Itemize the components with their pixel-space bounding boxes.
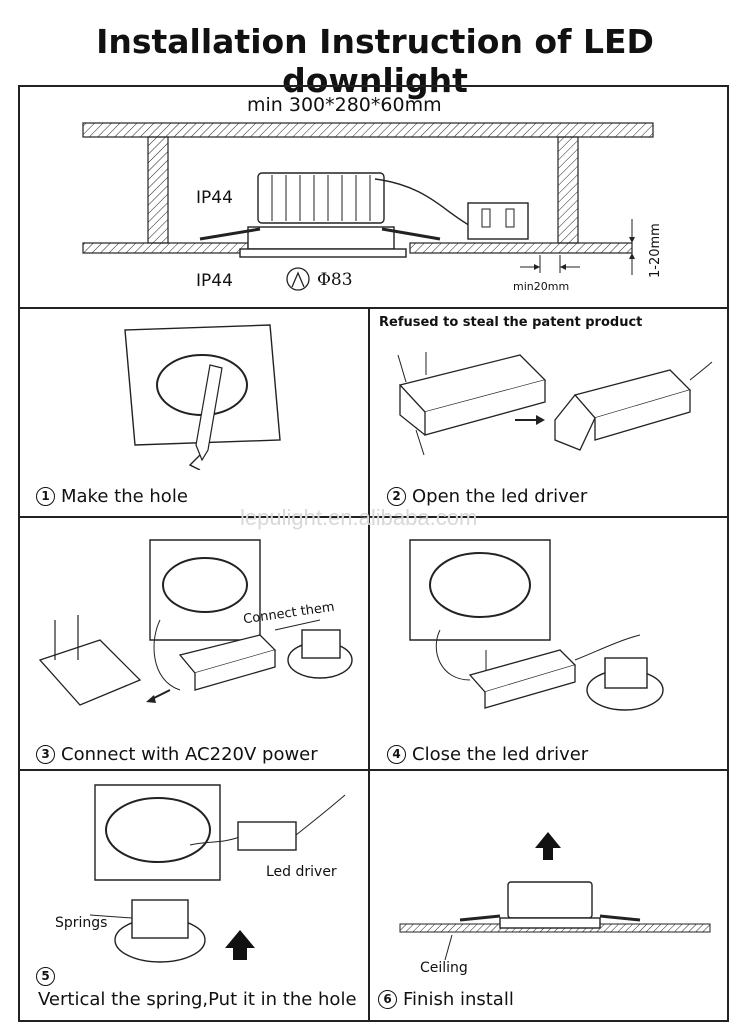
led-driver-label: Led driver — [266, 864, 337, 880]
divider-vertical — [368, 307, 370, 1022]
ceiling-label: Ceiling — [420, 960, 468, 976]
step2-illustration — [397, 352, 713, 456]
patent-notice: Refused to steal the patent product — [379, 315, 643, 330]
step4-illustration — [409, 539, 664, 711]
page-title: Installation Instruction of LED downligh… — [96, 22, 654, 100]
watermark: lepulight.en.alibaba.com — [240, 505, 478, 530]
step6-illustration — [399, 832, 711, 961]
instruction-frame — [18, 85, 729, 1022]
ip-rating-top: IP44 — [196, 188, 233, 208]
ip-rating-bottom: IP44 — [196, 271, 233, 291]
diameter-label: Φ83 — [317, 270, 353, 290]
thickness-label: 1-20mm — [648, 223, 663, 278]
hole-saw-icon — [286, 267, 310, 291]
min-gap-label: min20mm — [513, 280, 570, 293]
step5-number: 5 — [36, 966, 61, 987]
dimension-label: min 300*280*60mm — [247, 94, 442, 116]
springs-label: Springs — [55, 915, 108, 931]
ceiling-cross-section-diagram — [82, 122, 654, 291]
step5-illustration — [89, 784, 346, 963]
step1-illustration — [124, 324, 281, 470]
divider-row2 — [18, 769, 729, 771]
step5-caption: Vertical the spring,Put it in the hole — [38, 989, 357, 1010]
step3-illustration — [38, 539, 353, 706]
divider-row1 — [18, 516, 729, 518]
divider-top — [18, 307, 729, 309]
